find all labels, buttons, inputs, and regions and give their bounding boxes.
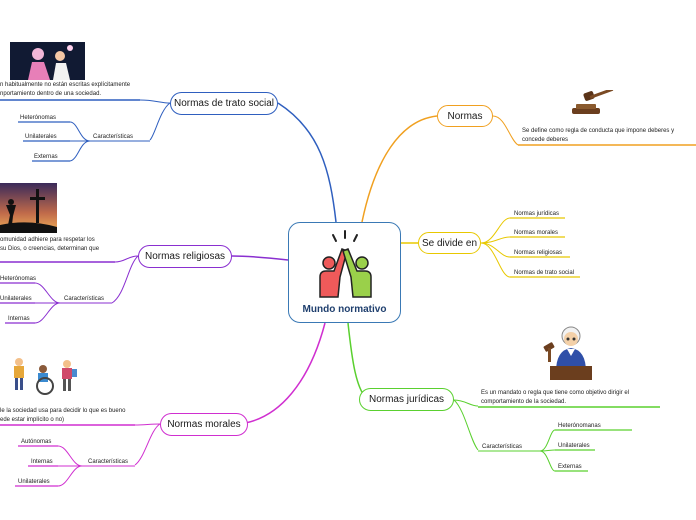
trato-social-char-2: Unilaterales bbox=[25, 133, 57, 141]
morales-char-3: Unilaterales bbox=[18, 478, 50, 486]
children-image bbox=[5, 356, 83, 396]
node-normas-trato-social[interactable]: Normas de trato social bbox=[170, 92, 278, 115]
normas-description: Se define como regla de conducta que imp… bbox=[522, 127, 696, 145]
central-topic-title: Mundo normativo bbox=[289, 304, 400, 315]
connector-normas bbox=[362, 116, 437, 222]
node-se-divide-en[interactable]: Se divide en bbox=[418, 232, 481, 254]
connector-trato-social bbox=[278, 103, 336, 222]
juridicas-char-3: Externas bbox=[558, 463, 582, 471]
morales-description: le la sociedad usa para decidir lo que e… bbox=[0, 407, 160, 425]
trato-social-description: n habitualmente no están escritas explíc… bbox=[0, 81, 170, 99]
judge-image bbox=[540, 322, 602, 384]
se-divide-item-1: Normas jurídicas bbox=[514, 210, 559, 218]
high-five-icon bbox=[314, 229, 376, 299]
morales-char-1: Autónomas bbox=[21, 438, 51, 446]
node-normas-religiosas[interactable]: Normas religiosas bbox=[138, 245, 232, 268]
node-normas[interactable]: Normas bbox=[437, 105, 493, 127]
se-divide-item-4: Normas de trato social bbox=[514, 269, 574, 277]
religiosas-char-3: Internas bbox=[8, 315, 30, 323]
religiosas-characteristics-label: Características bbox=[64, 295, 104, 303]
juridicas-char-1: Heterónomanas bbox=[558, 422, 601, 430]
connector-religiosas bbox=[232, 256, 288, 260]
religiosas-char-2: Unilaterales bbox=[0, 295, 32, 303]
trato-social-char-3: Externas bbox=[34, 153, 58, 161]
cross-sunset-image bbox=[0, 183, 57, 233]
trato-social-characteristics-label: Características bbox=[93, 133, 133, 141]
trato-social-char-1: Heterónomas bbox=[20, 114, 56, 122]
connector-morales bbox=[238, 323, 325, 424]
religiosas-description: omunidad adhiere para respetar los su Di… bbox=[0, 236, 140, 254]
gavel-image bbox=[570, 90, 616, 116]
morales-characteristics-label: Características bbox=[88, 458, 128, 466]
religiosas-char-1: Heterónomas bbox=[0, 275, 36, 283]
people-image bbox=[10, 42, 85, 80]
morales-char-2: Internas bbox=[31, 458, 53, 466]
node-normas-morales[interactable]: Normas morales bbox=[160, 413, 248, 436]
juridicas-char-2: Unilaterales bbox=[558, 442, 590, 450]
juridicas-description: Es un mandato o regla que tiene como obj… bbox=[481, 389, 661, 407]
se-divide-item-3: Normas religiosas bbox=[514, 249, 562, 257]
node-normas-juridicas[interactable]: Normas jurídicas bbox=[359, 388, 454, 411]
se-divide-item-2: Normas morales bbox=[514, 229, 558, 237]
juridicas-characteristics-label: Características bbox=[482, 443, 522, 451]
central-topic[interactable]: Mundo normativo bbox=[288, 222, 401, 323]
